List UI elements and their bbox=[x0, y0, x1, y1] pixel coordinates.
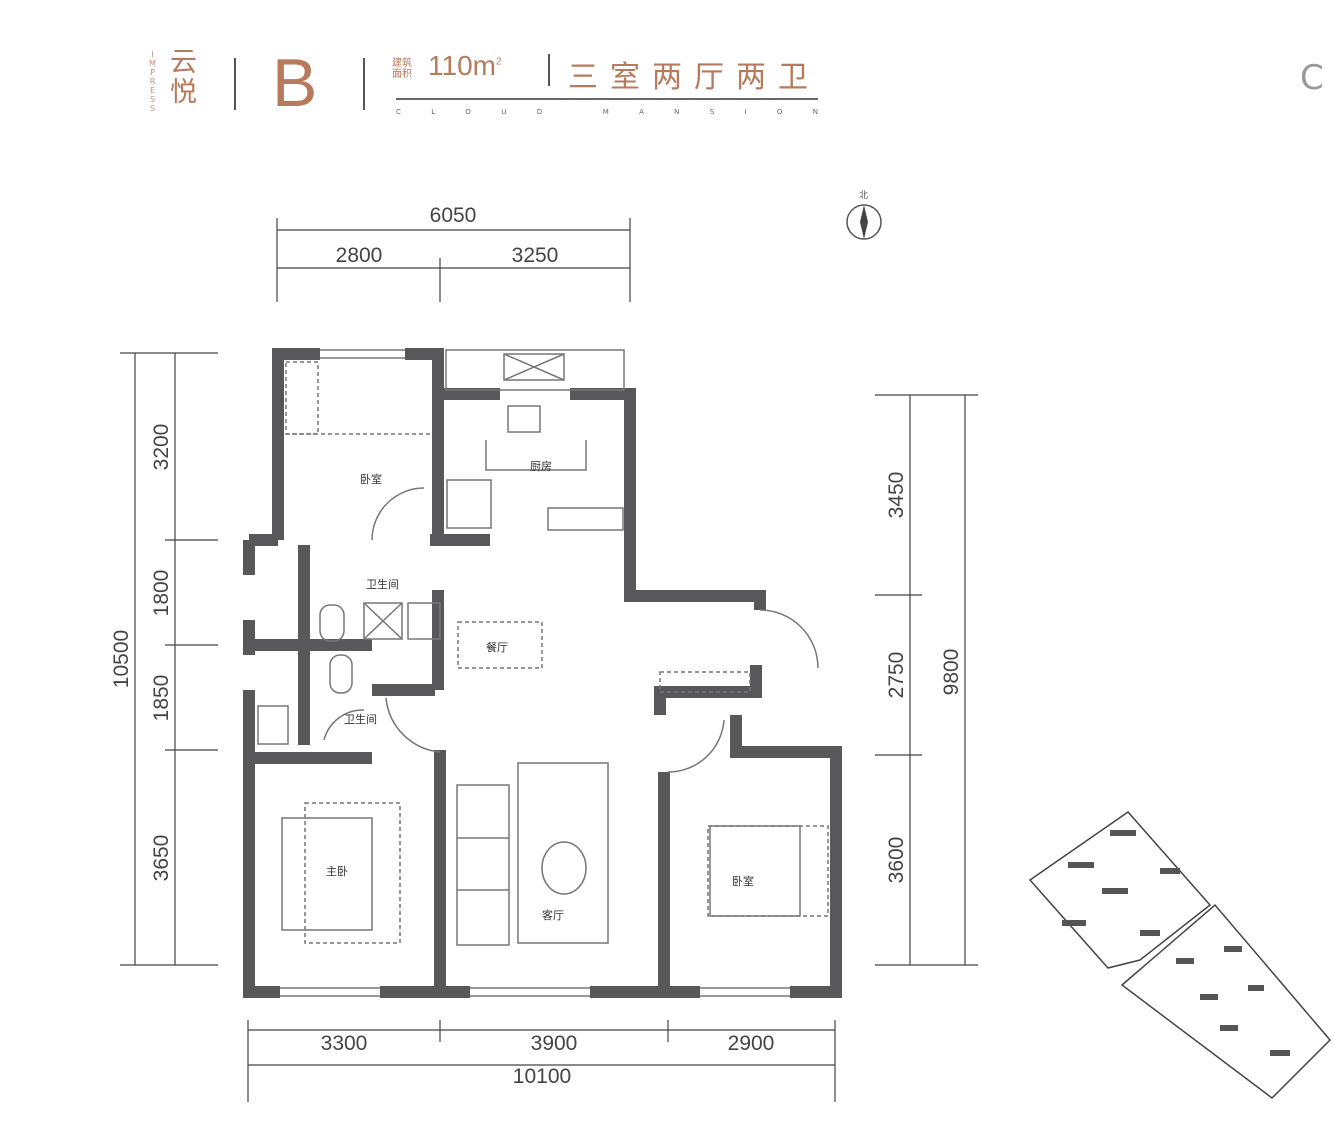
room-master-bedroom: 主卧 bbox=[326, 865, 348, 878]
room-bathroom-1: 卫生间 bbox=[366, 577, 399, 591]
walls bbox=[243, 348, 842, 998]
site-map bbox=[1028, 811, 1332, 1099]
room-bedroom-north: 卧室 bbox=[360, 472, 382, 486]
area-number: 110m bbox=[428, 50, 496, 81]
area-label: 建筑面积 bbox=[392, 58, 412, 80]
dim-left-2: 1800 bbox=[150, 570, 173, 617]
dim-bottom-total: 10100 bbox=[513, 1065, 571, 1088]
divider bbox=[548, 54, 550, 86]
letter: I bbox=[744, 108, 747, 116]
letter: N bbox=[674, 108, 680, 116]
dim-top-2: 3250 bbox=[512, 244, 559, 267]
letter: A bbox=[639, 108, 644, 116]
header-rule bbox=[396, 98, 818, 100]
divider bbox=[363, 58, 365, 110]
room-bathroom-2: 卫生间 bbox=[344, 712, 377, 726]
letter: C bbox=[396, 108, 401, 116]
layout-title: 三室两厅两卫 bbox=[568, 60, 820, 95]
divider bbox=[234, 58, 236, 110]
letter: S bbox=[709, 108, 715, 116]
compass-label: 北 bbox=[859, 190, 868, 201]
dim-right-3: 3600 bbox=[885, 837, 908, 884]
next-unit-partial: C bbox=[1300, 58, 1324, 98]
letter: M bbox=[602, 108, 609, 116]
letter: O bbox=[776, 108, 783, 116]
dim-left-4: 3650 bbox=[150, 835, 173, 882]
letter: O bbox=[465, 108, 471, 116]
dim-left-1: 3200 bbox=[150, 424, 173, 471]
dim-right-2: 2750 bbox=[885, 652, 908, 699]
letter: U bbox=[501, 108, 507, 116]
room-living: 客厅 bbox=[542, 908, 564, 922]
room-dining: 餐厅 bbox=[486, 640, 508, 654]
letter: L bbox=[431, 108, 436, 116]
dim-left-3: 1850 bbox=[150, 675, 173, 722]
brand-subtext: IMPRESS bbox=[149, 50, 156, 113]
dim-right-total: 9800 bbox=[940, 649, 963, 696]
area-unit: 2 bbox=[495, 56, 502, 68]
dim-bottom-1: 3300 bbox=[321, 1032, 368, 1055]
dimension-lines bbox=[120, 218, 978, 1102]
room-kitchen: 厨房 bbox=[530, 460, 552, 473]
compass-icon: 北 bbox=[846, 190, 882, 240]
area-value: 110m2 bbox=[428, 50, 502, 82]
dim-bottom-2: 3900 bbox=[531, 1032, 578, 1055]
dim-bottom-3: 2900 bbox=[728, 1032, 775, 1055]
letter: N bbox=[812, 108, 818, 116]
dim-top-1: 2800 bbox=[336, 244, 383, 267]
fixtures bbox=[257, 349, 829, 997]
room-bedroom-south: 卧室 bbox=[732, 874, 754, 888]
dim-top-total: 6050 bbox=[430, 204, 477, 227]
dim-right-1: 3450 bbox=[885, 472, 908, 519]
brand-logo: 云悦 bbox=[170, 47, 197, 108]
dim-left-total: 10500 bbox=[110, 630, 133, 688]
letter: D bbox=[536, 108, 543, 116]
unit-type: B bbox=[272, 45, 318, 121]
